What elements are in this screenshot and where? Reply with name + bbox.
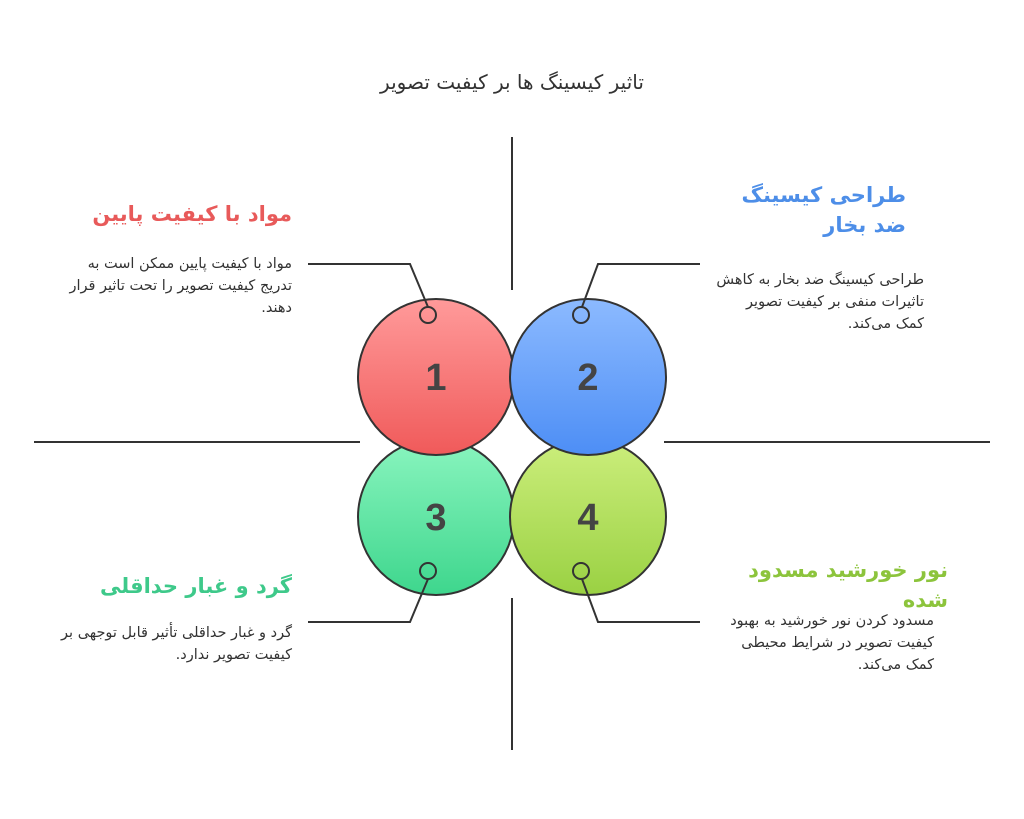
circle-2-number: 2 xyxy=(577,357,598,399)
circle-4-number: 4 xyxy=(577,497,598,539)
item-3-heading: گرد و غبار حداقلی xyxy=(100,574,292,598)
item-1-heading: مواد با کیفیت پایین xyxy=(92,202,292,226)
circle-3-number: 3 xyxy=(425,497,446,539)
circle-2 xyxy=(509,298,667,456)
connector-dot-2 xyxy=(572,306,590,324)
item-2-heading: طراحی کیسینگ ضد بخار xyxy=(741,183,906,237)
item-3-description: گرد و غبار حداقلی تأثیر قابل توجهی بر کی… xyxy=(61,625,292,663)
connector-dot-1 xyxy=(419,306,437,324)
item-4-description: مسدود کردن نور خورشید به بهبود کیفیت تصو… xyxy=(730,613,934,673)
diagram-title: تاثیر کیسینگ ها بر کیفیت تصویر xyxy=(380,70,644,94)
leader-line-3 xyxy=(308,578,429,623)
leader-line-1 xyxy=(308,263,429,308)
item-2-description: طراحی کیسینگ ضد بخار به کاهش تاثیرات منف… xyxy=(716,272,924,332)
leader-line-2 xyxy=(581,263,700,308)
leader-line-4 xyxy=(581,578,700,623)
item-1-description: مواد با کیفیت پایین ممکن است به تدریج کی… xyxy=(69,256,292,316)
connector-dot-4 xyxy=(572,562,590,580)
circle-1-number: 1 xyxy=(425,357,446,399)
connector-dot-3 xyxy=(419,562,437,580)
item-4-heading: نور خورشید مسدود شده xyxy=(748,558,948,612)
